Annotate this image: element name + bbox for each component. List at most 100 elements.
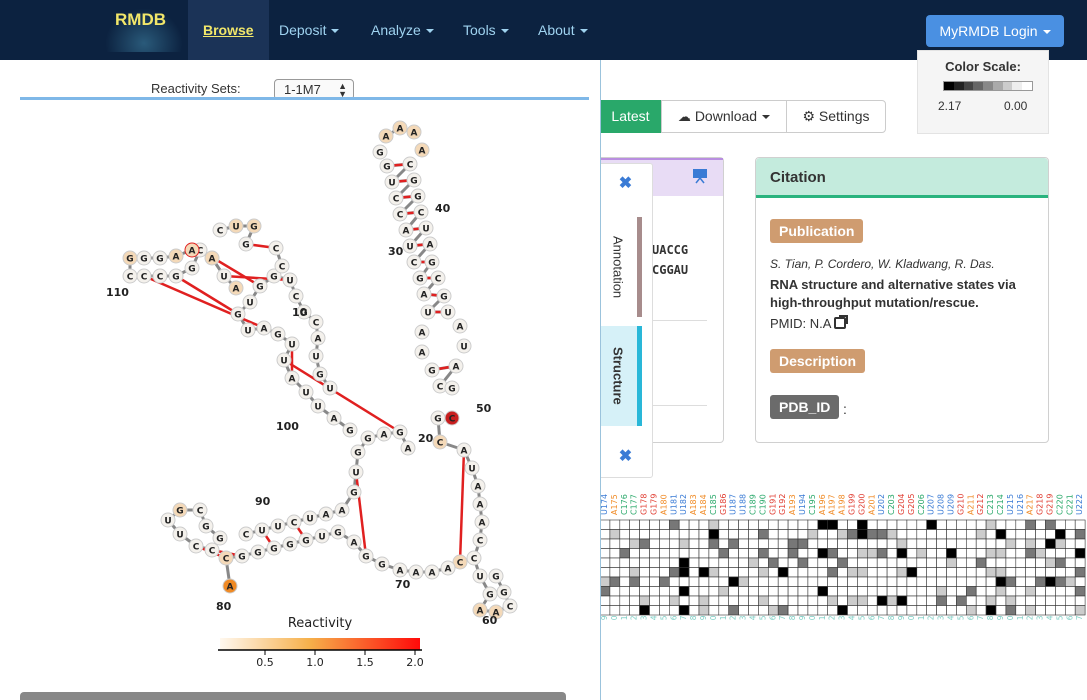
heatmap-cell: [708, 576, 720, 587]
heatmap-cell: [1035, 576, 1046, 587]
nucleotide-letter: A: [397, 125, 404, 135]
position-label: 90: [255, 495, 271, 508]
heatmap-cell: [649, 595, 660, 606]
tab-annotation[interactable]: Annotation: [599, 217, 642, 317]
nav-about[interactable]: About: [538, 0, 588, 60]
heatmap-column-label: G212: [976, 494, 985, 515]
heatmap-column-label: G204: [897, 494, 906, 515]
nucleotide: [472, 602, 488, 618]
nucleotide: [466, 550, 482, 566]
external-link-icon[interactable]: [834, 315, 849, 329]
nucleotide: [432, 434, 448, 450]
heatmap-cell: [1074, 548, 1086, 559]
heatmap-cell: [678, 548, 690, 559]
heatmap-row-label: 87: [976, 615, 985, 620]
heatmap-cell: [678, 595, 690, 606]
close-icon[interactable]: ✖: [618, 448, 633, 465]
heatmap-cell: [797, 538, 809, 549]
heatmap-cell: [985, 548, 997, 559]
pmid-link[interactable]: PMID: N.A: [770, 315, 849, 331]
heatmap-row-label: 61: [719, 615, 728, 620]
heatmap-cell: [807, 529, 819, 540]
heatmap-cell: [926, 595, 937, 606]
chevron-down-icon: [762, 115, 771, 120]
latest-button[interactable]: Latest: [600, 100, 661, 133]
heatmap-cell: [876, 605, 888, 616]
nucleotide-letter: G: [156, 255, 163, 265]
heatmap-cell: [896, 595, 908, 606]
heatmap-cell: [916, 529, 927, 540]
reactivity-set-select[interactable]: 1-1M7 ▲▼: [274, 79, 354, 100]
heatmap-cell: [965, 529, 977, 540]
heatmap-cell: [975, 519, 987, 530]
close-icon[interactable]: ✖: [618, 175, 633, 192]
heatmap-cell: [975, 548, 987, 559]
settings-button[interactable]: ⚙ Settings: [786, 100, 886, 133]
heatmap-cell: [936, 576, 947, 587]
nucleotide: [413, 204, 429, 220]
nucleotide: [322, 380, 338, 396]
heatmap-cell: [708, 595, 720, 606]
heatmap-cell: [876, 586, 888, 597]
heatmap-cell: [688, 529, 700, 540]
legend-title: Reactivity: [288, 616, 353, 631]
nucleotide: [160, 512, 176, 528]
tab-structure[interactable]: Structure: [599, 326, 642, 426]
heatmap-cell: [797, 519, 809, 530]
heatmap-cell: [886, 576, 898, 587]
heatmap-cell: [837, 567, 848, 578]
heatmap-cell: [886, 529, 898, 540]
nucleotide-letter: A: [477, 607, 484, 617]
heatmap-cell: [837, 576, 848, 587]
heatmap-cell: [1015, 519, 1026, 530]
nav-browse[interactable]: Browse: [188, 0, 269, 60]
heatmap-cell: [708, 557, 720, 568]
nucleotide: [410, 188, 426, 204]
heatmap-cell: [698, 557, 710, 568]
nucleotide: [440, 304, 456, 320]
download-button[interactable]: ☁ Download: [661, 100, 787, 133]
panel-scrollbar[interactable]: [20, 692, 566, 700]
heatmap-cell: [876, 576, 888, 587]
heatmap-cell: [748, 595, 759, 606]
nucleotide: [250, 544, 266, 560]
chevron-down-icon: [331, 29, 340, 34]
heatmap-cell: [708, 567, 720, 578]
heatmap-cell: [600, 595, 611, 606]
login-button[interactable]: MyRMDB Login: [926, 15, 1064, 47]
heatmap-cell: [639, 567, 650, 578]
brand-logo[interactable]: RMDB: [105, 8, 183, 52]
heatmap-column-label: A183: [689, 494, 698, 515]
heatmap-cell: [1064, 576, 1076, 587]
heatmap-cell: [748, 519, 759, 530]
nav-tools[interactable]: Tools: [463, 0, 509, 60]
heatmap-column-label: A201: [867, 494, 876, 515]
heatmap-cell: [659, 538, 670, 549]
heatmap-row-label: 77: [877, 615, 886, 620]
heatmap-cell: [629, 595, 640, 606]
nucleotide-letter: G: [448, 385, 455, 395]
legend-tick-label: 1.0: [306, 656, 324, 669]
heatmap-cell: [688, 605, 700, 616]
heatmap-cell: [866, 595, 878, 606]
nucleotide: [268, 240, 284, 256]
presentation-icon[interactable]: [692, 168, 708, 184]
nucleotide-letter: G: [140, 255, 147, 265]
nav-analyze[interactable]: Analyze: [371, 0, 434, 60]
heatmap-cell: [688, 567, 700, 578]
citation-panel: Citation Publication S. Tian, P. Cordero…: [755, 157, 1049, 443]
heatmap-cell: [708, 586, 720, 597]
nucleotide: [184, 242, 200, 258]
heatmap-cell: [1064, 538, 1076, 549]
heatmap-cell: [857, 538, 868, 549]
heatmap-column-label: U187: [729, 494, 738, 515]
heatmap-cell: [609, 595, 621, 606]
heatmap-row-label: 80: [907, 615, 916, 620]
heatmap-cell: [688, 519, 700, 530]
heatmap-cell: [758, 529, 769, 540]
nav-deposit[interactable]: Deposit: [279, 0, 340, 60]
nucleotide: [296, 304, 312, 320]
heatmap-cell: [896, 567, 908, 578]
